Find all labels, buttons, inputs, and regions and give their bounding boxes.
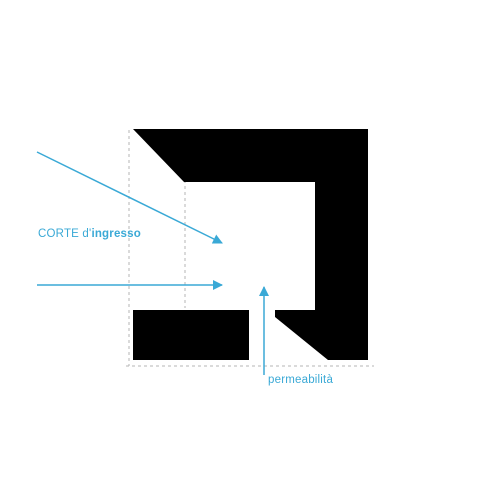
- corte-label-prefix: CORTE d': [38, 228, 92, 240]
- diagonal-entry-arrow: [36, 151, 223, 244]
- permeabilita-label: permeabilità: [268, 374, 334, 386]
- corte-label-bold: ingresso: [91, 228, 141, 240]
- building-mass-north-east: [133, 129, 368, 360]
- dashed-guides: [126, 130, 374, 367]
- building-mass-south-west: [133, 310, 249, 360]
- corte-ingresso-label: CORTE d'ingresso: [38, 228, 141, 240]
- access-arrows: [36, 151, 269, 375]
